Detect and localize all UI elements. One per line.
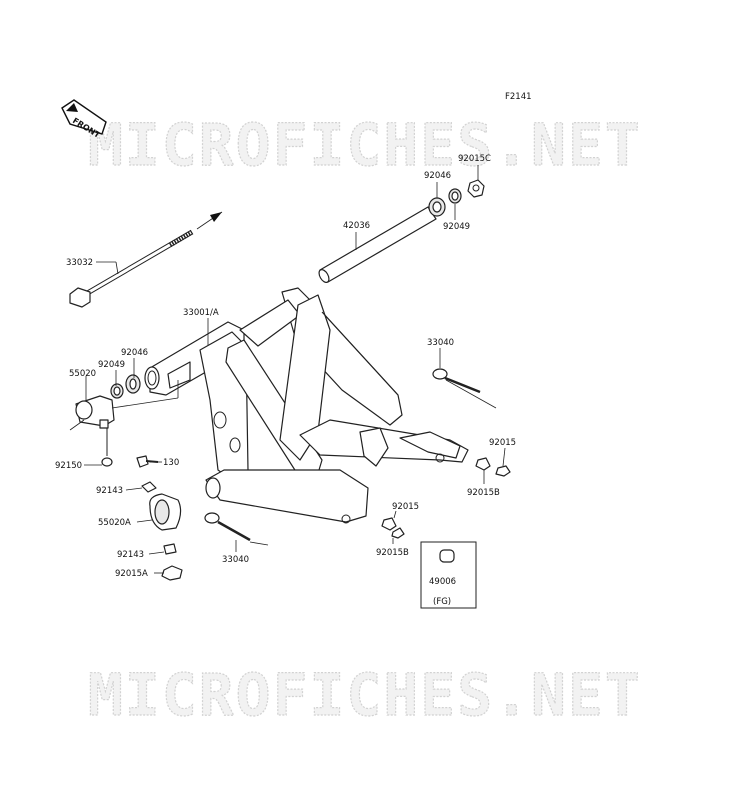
label-92015c: 92015C xyxy=(458,154,491,164)
right-nuts-part xyxy=(381,457,511,539)
leader-lines xyxy=(84,165,506,574)
label-33040-bottom: 33040 xyxy=(222,555,249,565)
adjuster-right-part xyxy=(432,368,497,409)
watermark-top: MICROFICHES.NET xyxy=(88,111,642,179)
left-bushings-part xyxy=(110,374,141,399)
shaft-part xyxy=(318,206,437,283)
label-33040-right: 33040 xyxy=(427,338,454,348)
label-92046-top: 92046 xyxy=(424,171,451,181)
adjuster-bottom-part xyxy=(204,512,269,546)
bolt-92150-part xyxy=(101,428,113,467)
label-49006: 49006 xyxy=(429,577,456,587)
swing-arm-part xyxy=(144,287,469,524)
nut-92015a-part xyxy=(161,565,183,581)
label-92015-mid: 92015 xyxy=(392,502,419,512)
label-33001a: 33001/A xyxy=(183,308,219,318)
label-92049-top: 92049 xyxy=(443,222,470,232)
label-55020a: 55020A xyxy=(98,518,131,528)
label-fg: (FG) xyxy=(433,597,451,607)
label-92015b-mid: 92015B xyxy=(376,548,409,558)
label-92015a: 92015A xyxy=(115,569,148,579)
label-92143-bottom: 92143 xyxy=(117,550,144,560)
label-92046-left: 92046 xyxy=(121,348,148,358)
label-33032: 33032 xyxy=(66,258,93,268)
watermark-bottom: MICROFICHES.NET xyxy=(88,661,642,729)
label-55020: 55020 xyxy=(69,369,96,379)
label-92015b-right: 92015B xyxy=(467,488,500,498)
label-92015-right: 92015 xyxy=(489,438,516,448)
label-92049-left: 92049 xyxy=(98,360,125,370)
screw-130-part xyxy=(136,455,159,468)
cap-49006-box xyxy=(420,541,477,609)
label-92143-top: 92143 xyxy=(96,486,123,496)
front-arrow-icon: FRONT xyxy=(61,99,107,140)
clip-bottom-part xyxy=(163,543,177,555)
clamp-part xyxy=(69,380,179,431)
clip-top-part xyxy=(141,481,157,493)
figure-id: F2141 xyxy=(505,92,532,102)
pivot-bolt-part xyxy=(69,211,223,308)
label-42036: 42036 xyxy=(343,221,370,231)
label-92150: 92150 xyxy=(55,461,82,471)
clamp-55020a-part xyxy=(149,493,182,531)
label-130: 130 xyxy=(163,458,179,468)
